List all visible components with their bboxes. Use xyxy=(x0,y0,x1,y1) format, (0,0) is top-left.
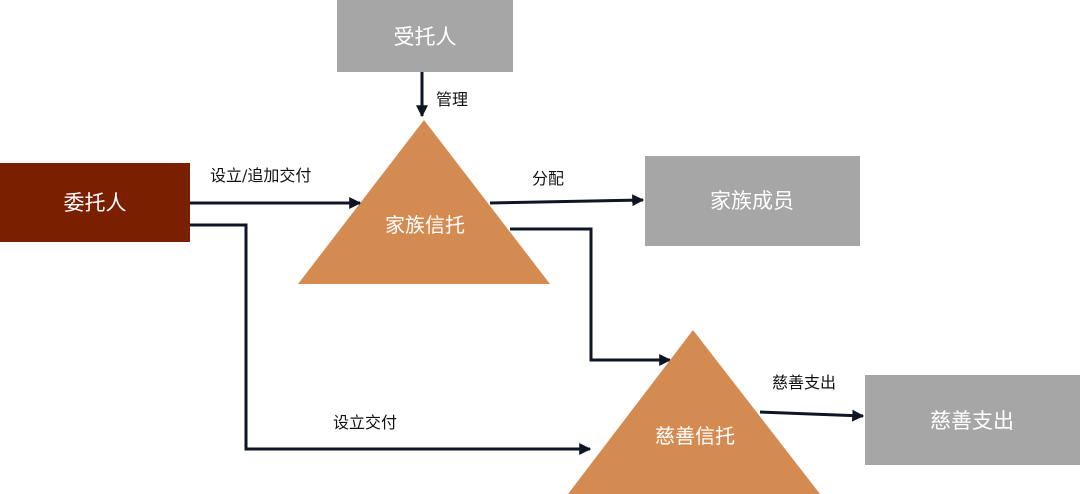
charity-expense-label: 慈善支出 xyxy=(930,409,1014,433)
family-members-box xyxy=(645,156,860,246)
trustee-box xyxy=(337,0,513,72)
family-trust-triangle xyxy=(298,120,550,284)
edge-label-establish: 设立交付 xyxy=(333,413,397,432)
edge-family-to-charity xyxy=(510,227,672,366)
settlor-box xyxy=(0,163,190,242)
edge-distribute xyxy=(489,194,645,207)
family-trust-label: 家族信托 xyxy=(385,213,465,237)
edge-charity-spend xyxy=(759,409,865,422)
settlor-label: 委托人 xyxy=(64,191,127,215)
family-members-label: 家族成员 xyxy=(710,189,794,213)
charity-trust-triangle xyxy=(568,330,820,494)
edge-label-manage: 管理 xyxy=(436,90,468,109)
charity-trust-label: 慈善信托 xyxy=(655,424,735,448)
charity-expense-box xyxy=(865,375,1080,465)
edge-label-establish-add: 设立/追加交付 xyxy=(210,166,311,185)
edge-establish xyxy=(190,223,592,455)
trustee-label: 受托人 xyxy=(394,25,457,49)
edge-label-distribute: 分配 xyxy=(532,169,564,188)
edge-label-charity-spend: 慈善支出 xyxy=(772,373,836,392)
